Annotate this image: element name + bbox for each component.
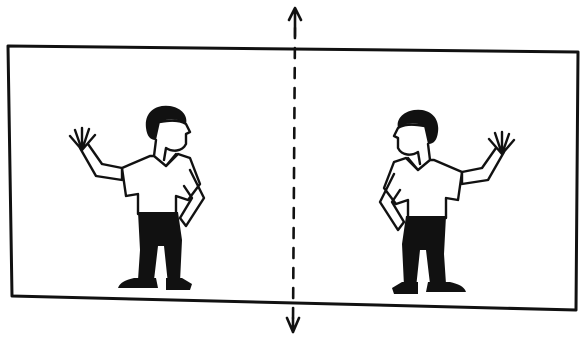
person-right [380,110,514,294]
axis-arrow-bottom-icon [287,318,299,332]
axis-arrow-top-icon [289,8,301,36]
mirror-axis [293,28,295,322]
person-left [70,106,204,290]
